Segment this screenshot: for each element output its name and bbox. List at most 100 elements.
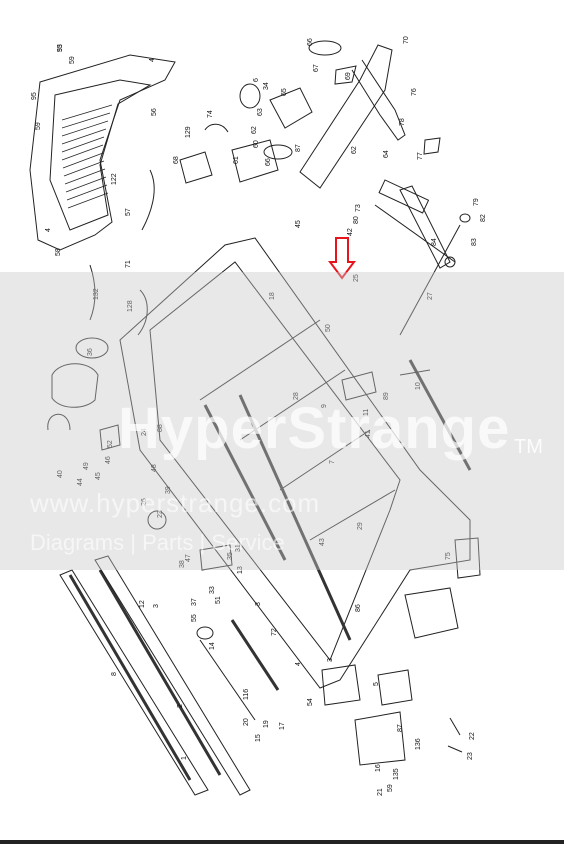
- part-label: 34: [263, 82, 270, 90]
- right-upright: [299, 40, 451, 269]
- part-label: 136: [415, 738, 422, 750]
- part-label: 3: [255, 602, 262, 606]
- part-label: 17: [279, 722, 286, 730]
- part-label: 36: [87, 348, 94, 356]
- part-label: 46: [105, 456, 112, 464]
- part-label: 60: [253, 140, 260, 148]
- part-label: 62: [351, 146, 358, 154]
- running-belt: [68, 359, 472, 781]
- part-label: 50: [325, 324, 332, 332]
- part-label: 20: [243, 718, 250, 726]
- part-label: 41: [365, 430, 372, 438]
- part-label: 11: [363, 409, 370, 416]
- part-label: 3: [327, 658, 334, 662]
- part-label: 10: [415, 382, 422, 390]
- part-label: 65: [281, 88, 288, 96]
- small-parts: [47, 169, 481, 766]
- part-label: 79: [473, 198, 480, 206]
- part-label: 77: [417, 152, 424, 160]
- part-label: 12: [139, 600, 146, 608]
- part-label: 82: [480, 214, 487, 222]
- bottom-border: [0, 840, 564, 844]
- watermark-brand: HyperStrange: [118, 396, 511, 461]
- part-label: 66: [265, 158, 272, 166]
- part-label: 9: [321, 404, 328, 408]
- part-label: 6: [253, 78, 260, 82]
- part-label: 7: [329, 460, 336, 464]
- part-label: 4: [295, 662, 302, 666]
- part-label: 8: [111, 672, 118, 676]
- part-label: 70: [403, 36, 410, 44]
- part-label: 1: [181, 756, 188, 760]
- part-label: 67: [313, 64, 320, 72]
- part-label: 26: [141, 498, 148, 506]
- part-label: 80: [353, 216, 360, 224]
- part-label: 39: [165, 486, 172, 494]
- part-label: 16: [375, 764, 382, 772]
- part-label: 27: [427, 292, 434, 300]
- part-label: 72: [271, 628, 278, 636]
- part-label: 40: [57, 470, 64, 478]
- part-label: 57: [125, 208, 132, 216]
- part-label: 4: [149, 58, 156, 62]
- part-label: 135: [393, 768, 400, 780]
- drive-motor: [179, 83, 313, 184]
- watermark-tagline: Diagrams | Parts | Service: [30, 530, 285, 555]
- part-label: 95: [31, 92, 38, 100]
- part-label: 25: [353, 274, 360, 282]
- part-label: 14: [209, 642, 216, 650]
- part-label: 13: [237, 566, 244, 574]
- part-label: 84: [431, 238, 438, 246]
- part-label: 78: [399, 118, 406, 126]
- part-label: 58: [55, 248, 62, 256]
- part-label: 42: [347, 228, 354, 236]
- part-label: 48: [151, 464, 158, 472]
- part-label: 15: [255, 734, 262, 742]
- part-label: 54: [307, 698, 314, 706]
- part-label: 74: [207, 110, 214, 118]
- part-label: 95: [57, 44, 64, 52]
- part-label: 45: [295, 220, 302, 228]
- part-label: 64: [383, 150, 390, 158]
- part-label: 66: [307, 38, 314, 46]
- part-label: 47: [185, 554, 192, 562]
- part-label: 59: [35, 122, 42, 130]
- part-label: 21: [377, 788, 384, 796]
- highlight-arrow: [328, 237, 356, 280]
- part-label: 49: [83, 462, 90, 470]
- part-label: 52: [107, 440, 114, 448]
- watermark-trademark: TM: [514, 436, 543, 458]
- part-label: 3: [153, 604, 160, 608]
- part-label: 61: [233, 156, 240, 164]
- part-label: 2: [177, 704, 184, 708]
- part-label: 76: [411, 88, 418, 96]
- watermark-band: [0, 272, 564, 570]
- part-label: 5: [373, 682, 380, 686]
- part-label: 19: [263, 720, 270, 728]
- part-label: 22: [469, 732, 476, 740]
- part-label: 83: [471, 238, 478, 246]
- part-label: 88: [157, 424, 164, 432]
- part-label: 18: [269, 292, 276, 300]
- part-label: 75: [445, 552, 452, 560]
- part-label: 63: [257, 108, 264, 116]
- treadmill-frame: [119, 237, 471, 689]
- part-label: 28: [293, 392, 300, 400]
- part-label: 53: [57, 44, 64, 52]
- part-label: 116: [243, 689, 250, 700]
- part-label: 38: [179, 560, 186, 568]
- part-label: 23: [157, 510, 164, 518]
- part-label: 122: [111, 173, 118, 185]
- part-label: 62: [251, 126, 258, 134]
- part-label: 24: [141, 428, 148, 436]
- part-label: 4: [45, 228, 52, 232]
- part-label: 89: [383, 392, 390, 400]
- part-label: 87: [397, 724, 404, 732]
- part-label: 129: [185, 126, 192, 138]
- rollers: [196, 204, 471, 721]
- part-label: 55: [191, 614, 198, 622]
- part-label: 68: [173, 156, 180, 164]
- part-label: 44: [77, 478, 84, 486]
